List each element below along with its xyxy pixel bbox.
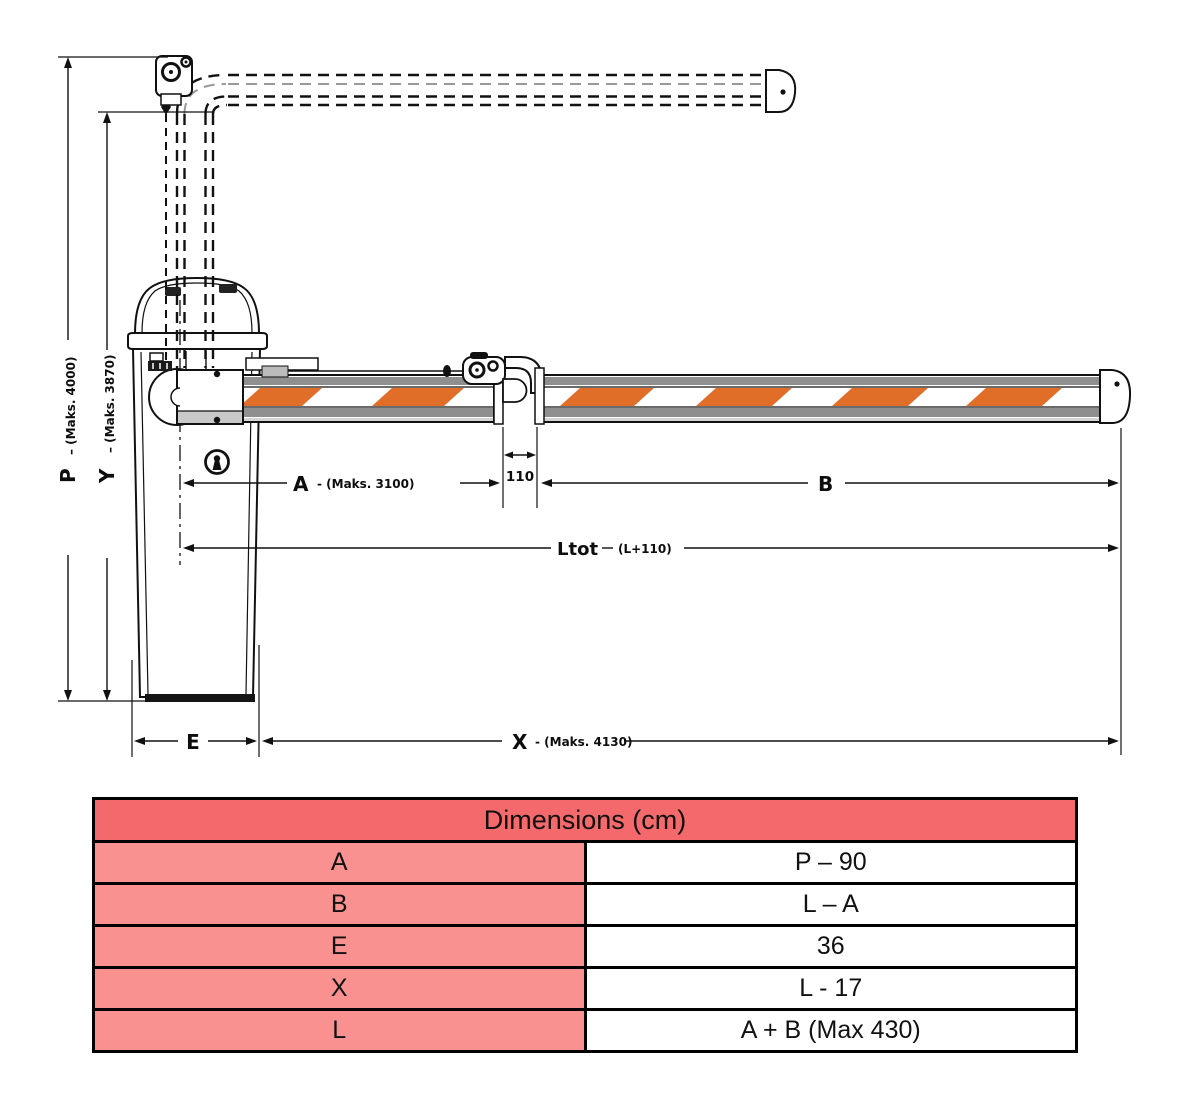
dimension-Ltot-note: (L+110) [618, 542, 672, 556]
cabinet-dome-top [133, 276, 261, 335]
row-dimension-value: 36 [583, 924, 1078, 969]
barrier-diagram: P – (Maks. 4000) Y – (Maks. 3870) A - (M… [56, 55, 1132, 757]
row-dimension-name: E [92, 924, 587, 969]
row-dimension-value: L – A [583, 882, 1078, 927]
table-row: A P – 90 [92, 840, 1078, 885]
dimension-P: P – (Maks. 4000) [56, 57, 80, 701]
table-row: L A + B (Max 430) [92, 1008, 1078, 1053]
dimension-B: B [541, 472, 1119, 496]
row-dimension-value: L - 17 [583, 966, 1078, 1011]
dimension-110-label: 110 [506, 469, 534, 485]
dimension-Y-note: – (Maks. 3870) [103, 355, 117, 453]
boom-arm-section-1 [242, 367, 504, 425]
dimension-A-label: A [293, 472, 309, 496]
dimension-B-label: B [818, 472, 833, 496]
table-row: E 36 [92, 924, 1078, 969]
dimension-110: 110 [504, 451, 536, 485]
arm-joint-hinge [261, 352, 543, 403]
boom-bracket [148, 351, 319, 426]
dimensions-table: Dimensions (cm) A P – 90 B L – A E 36 X … [92, 797, 1078, 1053]
raised-arm-end-cap [765, 69, 797, 114]
dimension-A: A - (Maks. 3100) [183, 472, 500, 496]
table-title: Dimensions (cm) [92, 797, 1078, 843]
row-dimension-name: B [92, 882, 587, 927]
dimension-A-note: - (Maks. 3100) [317, 477, 414, 491]
row-dimension-value: A + B (Max 430) [583, 1008, 1078, 1053]
dimension-X-label: X [512, 730, 528, 754]
boom-arm-raised-dashed [155, 55, 797, 368]
dimension-P-note: – (Maks. 4000) [64, 357, 78, 455]
dome-slot [165, 287, 181, 296]
dimension-Ltot: Ltot (L+110) [183, 539, 1119, 560]
dimension-X-note: - (Maks. 4130) [535, 735, 632, 749]
row-dimension-name: X [92, 966, 587, 1011]
table-header-row: Dimensions (cm) [92, 797, 1078, 843]
arm-end-cap [1099, 369, 1132, 424]
row-dimension-name: A [92, 840, 587, 885]
dimension-lines: P – (Maks. 4000) Y – (Maks. 3870) A - (M… [56, 56, 1122, 757]
table-row: B L – A [92, 882, 1078, 927]
dimension-E-label: E [186, 730, 200, 754]
cabinet-dome-lip [127, 332, 268, 350]
dimension-X: X - (Maks. 4130) [262, 730, 1119, 754]
dimension-Ltot-label: Ltot [557, 539, 598, 560]
dome-slot [219, 284, 237, 293]
table-row: X L - 17 [92, 966, 1078, 1011]
row-dimension-name: L [92, 1008, 587, 1053]
dimension-E: E [134, 730, 257, 754]
dimension-Y: Y – (Maks. 3870) [95, 112, 119, 701]
row-dimension-value: P – 90 [583, 840, 1078, 885]
boom-arm-section-2 [534, 367, 1132, 425]
release-mechanism [155, 55, 193, 106]
dimension-P-label: P [56, 468, 80, 483]
dimension-Y-label: Y [95, 468, 119, 484]
cabinet-base-plate [145, 694, 255, 702]
key-lock-icon [204, 449, 230, 475]
barrier-cabinet [127, 276, 268, 702]
